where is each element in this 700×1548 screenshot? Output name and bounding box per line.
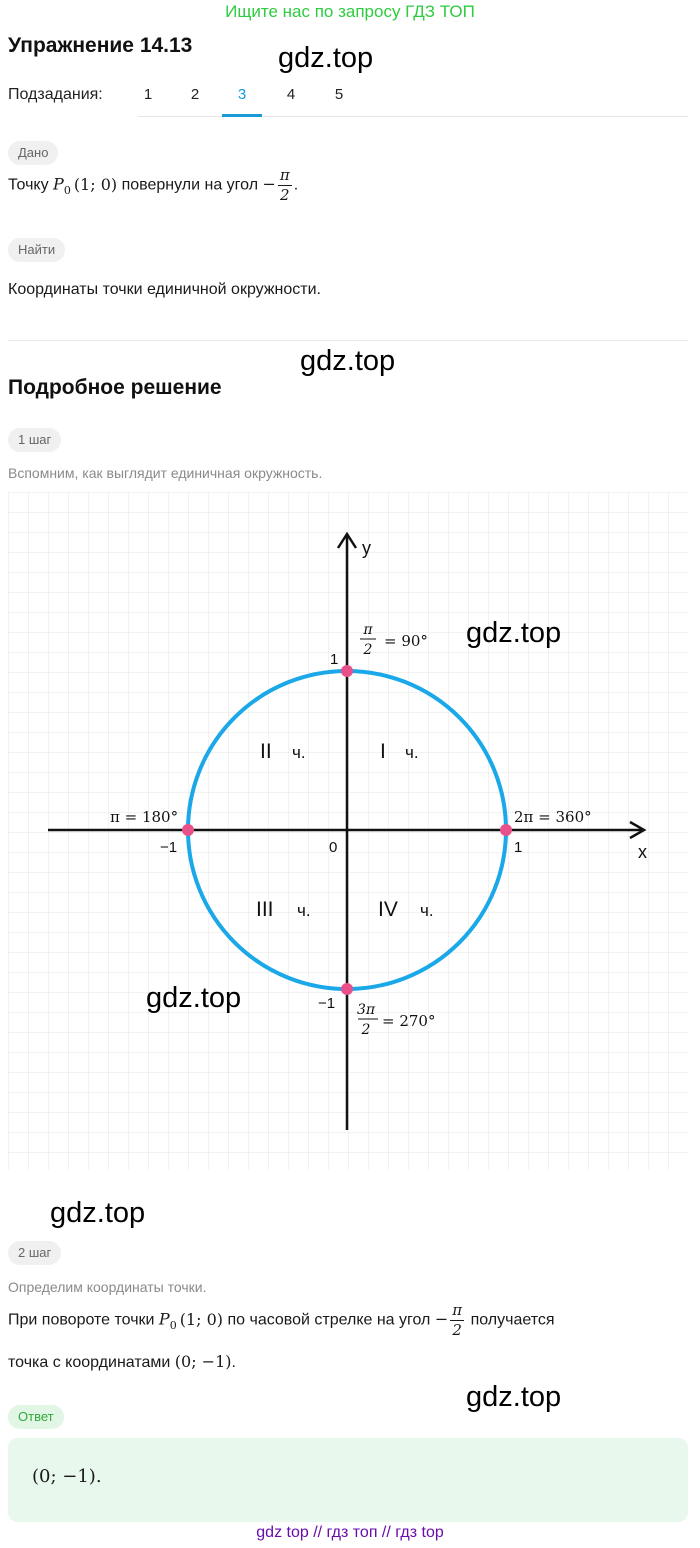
quadrant-suffix: ч.	[297, 901, 311, 920]
subtasks-nav: Подзадания: 1 2 3 4 5	[8, 86, 688, 118]
subtask-tab-3[interactable]: 3	[237, 86, 247, 103]
step2-pill: 2 шаг	[8, 1241, 62, 1265]
label-90-denominator: 2	[363, 642, 373, 658]
axes	[48, 531, 647, 1130]
solution-heading: Подробное решение	[8, 376, 222, 399]
quadrant-numeral: II	[260, 740, 272, 763]
label-180: π = 180°	[110, 808, 178, 826]
y-axis-label: y	[362, 538, 371, 558]
footer-links[interactable]: gdz top // гдз топ // гдз top	[256, 1524, 444, 1541]
label-90-value: = 90°	[384, 632, 428, 650]
watermark: gdz.top	[300, 345, 396, 377]
watermark: gdz.top	[50, 1197, 146, 1229]
section-divider	[8, 340, 688, 341]
quadrant-numeral: III	[256, 898, 274, 921]
find-pill: Найти	[8, 238, 66, 262]
subtasks-label: Подзадания:	[8, 86, 103, 103]
step2-subtitle: Определим координаты точки.	[8, 1279, 207, 1295]
subtask-tab-1[interactable]: 1	[143, 86, 153, 103]
tick-label-y-pos: 1	[330, 651, 338, 668]
given-pill: Дано	[8, 141, 59, 165]
step2-line2: точка с координатами (0; −1).	[8, 1352, 236, 1371]
active-tab-indicator	[222, 114, 262, 117]
subtask-tab-2[interactable]: 2	[190, 86, 200, 103]
answer-value: (0; −1).	[32, 1466, 102, 1487]
circle-point	[341, 665, 353, 677]
find-text: Координаты точки единичной окружности.	[8, 281, 321, 298]
tick-label-x-neg: −1	[160, 839, 177, 856]
quadrant-suffix: ч.	[405, 743, 419, 762]
watermark: gdz.top	[466, 617, 562, 649]
x-axis-arrow	[629, 820, 647, 840]
subtasks-divider	[138, 116, 688, 117]
page-title: Упражнение 14.13	[8, 34, 193, 57]
watermark: gdz.top	[466, 1381, 562, 1413]
step2-line1: При повороте точки P0(1; 0) по часовой с…	[8, 1301, 555, 1339]
y-axis-arrow	[336, 531, 358, 549]
circle-points	[182, 665, 512, 995]
watermark: gdz.top	[278, 42, 374, 74]
quadrant-suffix: ч.	[420, 901, 434, 920]
label-90-numerator: π	[362, 622, 373, 638]
answer-box: (0; −1).	[8, 1438, 688, 1522]
subtask-tab-4[interactable]: 4	[286, 86, 296, 103]
step1-pill: 1 шаг	[8, 428, 62, 452]
tick-label-x-pos: 1	[514, 839, 522, 856]
label-360: 2π = 360°	[514, 808, 592, 826]
origin-label: 0	[329, 839, 337, 856]
quadrant-numeral: IV	[378, 898, 398, 921]
watermark: gdz.top	[146, 982, 242, 1014]
label-270-numerator: 3π	[357, 1002, 376, 1018]
quadrant-suffix: ч.	[292, 743, 306, 762]
circle-point	[182, 824, 194, 836]
step1-text: Вспомним, как выглядит единичная окружно…	[8, 465, 323, 481]
label-270-value: = 270°	[382, 1012, 435, 1030]
x-axis-label: x	[638, 842, 647, 862]
label-270-denominator: 2	[361, 1022, 371, 1038]
answer-pill: Ответ	[8, 1405, 64, 1429]
circle-point	[341, 983, 353, 995]
tick-label-y-neg: −1	[318, 995, 335, 1012]
search-banner: Ищите нас по запросу ГДЗ ТОП	[225, 2, 475, 21]
subtask-tab-5[interactable]: 5	[334, 86, 344, 103]
quadrant-numeral: I	[380, 740, 386, 763]
circle-point	[500, 824, 512, 836]
